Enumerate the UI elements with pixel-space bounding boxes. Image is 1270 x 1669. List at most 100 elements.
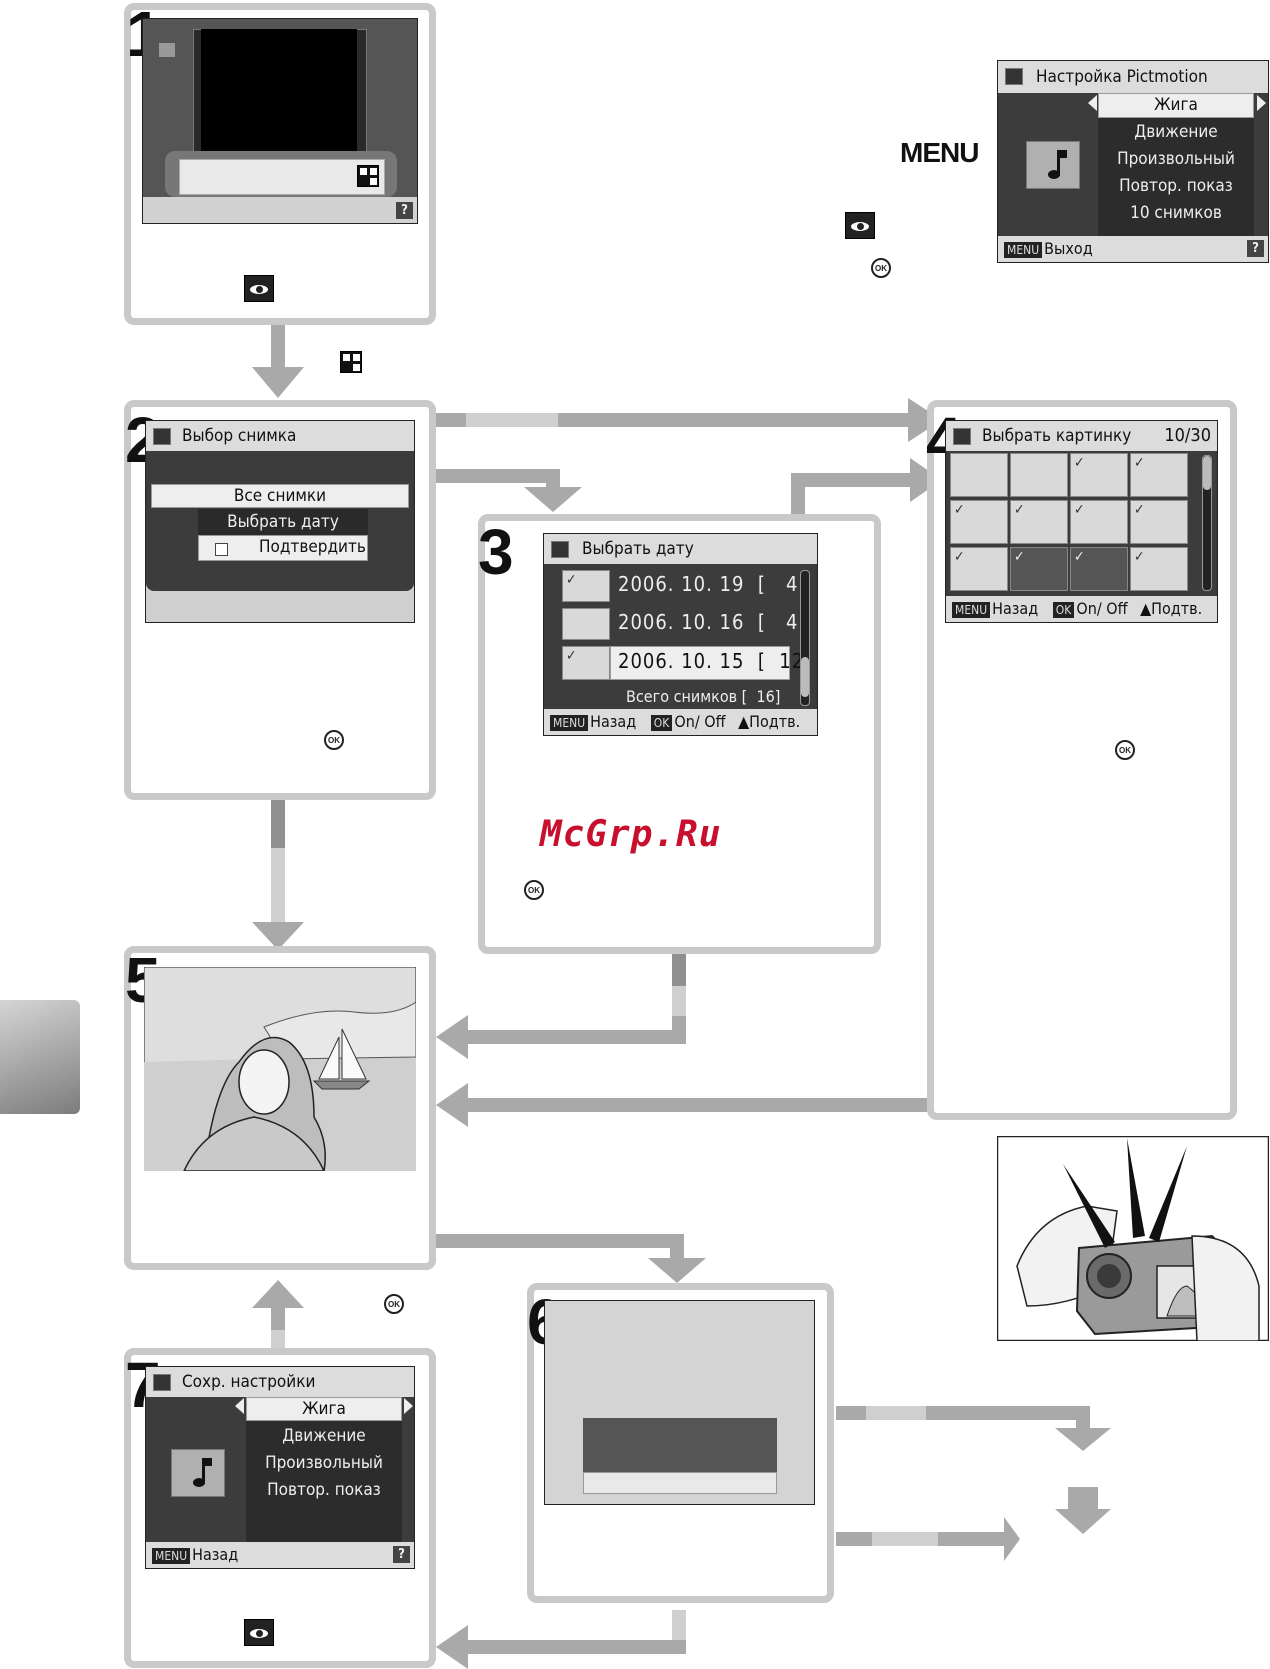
step-3-number: 3: [478, 516, 514, 588]
thumbnail[interactable]: [950, 453, 1008, 497]
pictmotion-item-1[interactable]: Движение: [1134, 122, 1218, 142]
playback-eye-icon-menu: [845, 212, 875, 239]
thumbnail[interactable]: ✓: [1010, 500, 1068, 544]
playback-eye-icon: [244, 1619, 274, 1646]
save-settings-item-2[interactable]: Произвольный: [265, 1453, 383, 1473]
music-note-icon: [1026, 141, 1080, 189]
step-2-title: Выбор снимка: [146, 421, 414, 451]
pictmotion-title-icon: [153, 428, 171, 445]
pictmotion-title-icon: [551, 541, 569, 558]
playback-eye-icon: [244, 275, 274, 302]
thumbnail-grid[interactable]: ✓ ✓ ✓ ✓ ✓ ✓ ✓ ✓ ✓ ✓: [950, 453, 1188, 595]
ok-badge: OK: [650, 714, 673, 731]
dialog-box-strip: [583, 1472, 777, 1494]
thumbnail[interactable]: ✓: [1070, 547, 1128, 591]
help-icon: ?: [1247, 240, 1264, 257]
dialog-box: [583, 1418, 777, 1472]
thumbnail[interactable]: ✓: [1130, 453, 1188, 497]
save-settings-item-3[interactable]: Повтор. показ: [267, 1480, 381, 1500]
thumbnail[interactable]: [1010, 453, 1068, 497]
slideshow-picture: [144, 967, 416, 1171]
thumbnail[interactable]: ✓: [1130, 500, 1188, 544]
ok-button-icon: OK: [524, 880, 544, 900]
confirm-label: Подтвердить: [259, 537, 366, 557]
total-row: Всего снимков [ 16]: [626, 687, 781, 706]
ok-badge: OK: [1052, 601, 1075, 618]
date-row-thumbnail: [562, 608, 610, 640]
music-note-icon: [171, 1449, 225, 1497]
thumbnail[interactable]: ✓: [1010, 547, 1068, 591]
pictmotion-item-4[interactable]: 10 снимков: [1130, 203, 1222, 223]
menu-badge: MENU: [1004, 241, 1043, 258]
black-preview: [201, 29, 357, 151]
step-3-screen: Выбрать дату ✓ 2006. 10. 19 [ 4] 2006. 1…: [543, 533, 818, 736]
settings-menu-panel: [246, 1397, 402, 1543]
scrollbar[interactable]: [1202, 455, 1212, 591]
step-4-title: Выбрать картинку 10/30: [946, 421, 1217, 451]
step-7-screen: Сохр. настройки Жига Движение Произвольн…: [145, 1366, 415, 1569]
date-row-2-highlight[interactable]: [610, 646, 790, 680]
pictmotion-title-icon: [1005, 68, 1023, 85]
right-arrow-icon: [1257, 95, 1266, 111]
step-7-title: Сохр. настройки: [146, 1367, 414, 1397]
pictmotion-setup-screen: Настройка Pictmotion Жига Движение Произ…: [997, 60, 1269, 263]
ok-button-icon: OK: [1115, 740, 1135, 760]
scrollbar-thumb[interactable]: [801, 657, 809, 697]
save-settings-item-0[interactable]: Жига: [246, 1397, 402, 1421]
watermark: McGrp.Ru: [540, 814, 722, 855]
confirm-label: Подтв.: [1151, 599, 1203, 618]
onoff-label: On/ Off: [1076, 599, 1128, 618]
left-arrow-icon: [1088, 95, 1097, 111]
pictmotion-preview-icon: [159, 43, 175, 57]
thumbnail[interactable]: ✓: [1070, 453, 1128, 497]
pictmotion-title-icon: [153, 1374, 171, 1391]
thumbnail[interactable]: ✓: [1130, 547, 1188, 591]
pictmotion-grid-icon: [357, 165, 379, 187]
zoom-icon: ▲: [1140, 599, 1152, 618]
checkbox[interactable]: [215, 543, 228, 556]
step-4-screen: Выбрать картинку 10/30 ✓ ✓ ✓ ✓ ✓ ✓ ✓ ✓ ✓…: [945, 420, 1218, 623]
pictmotion-title-icon: [953, 428, 971, 445]
thumbnail[interactable]: ✓: [950, 500, 1008, 544]
menu-key-label: MENU: [900, 137, 979, 168]
left-arrow-icon: [235, 1398, 244, 1414]
step-1-bottombar: [143, 197, 417, 223]
step-3-title: Выбрать дату: [544, 534, 817, 564]
save-settings-item-1[interactable]: Движение: [282, 1426, 366, 1446]
back-label: Назад: [992, 599, 1039, 618]
thumbnail[interactable]: ✓: [1070, 500, 1128, 544]
step-1-screen: ?: [142, 18, 418, 224]
scrollbar[interactable]: [800, 570, 810, 706]
right-arrow-icon: [404, 1398, 413, 1414]
pictmotion-setup-title: Настройка Pictmotion: [998, 61, 1268, 93]
date-row-1[interactable]: 2006. 10. 16 [ 4]: [618, 610, 806, 634]
scrollbar-thumb[interactable]: [1203, 456, 1211, 490]
confirm-label: Подтв.: [749, 712, 801, 731]
ok-button-icon: OK: [324, 730, 344, 750]
confirm-option[interactable]: Подтвердить: [198, 535, 368, 561]
pictmotion-item-2[interactable]: Произвольный: [1117, 149, 1235, 169]
back-label: Назад: [192, 1545, 239, 1564]
menu-badge: MENU: [152, 1547, 191, 1564]
pictmotion-item-0[interactable]: Жига: [1098, 93, 1254, 118]
all-photos-option[interactable]: Все снимки: [151, 484, 409, 508]
menu-badge: MENU: [952, 601, 991, 618]
pictmotion-item-3[interactable]: Повтор. показ: [1119, 176, 1233, 196]
help-icon: ?: [396, 202, 413, 219]
back-label: Назад: [590, 712, 637, 731]
camera-illustration: [997, 1136, 1269, 1341]
onoff-label: On/ Off: [674, 712, 726, 731]
date-row-2[interactable]: 2006. 10. 15 [ 12]: [618, 649, 811, 673]
choose-date-option[interactable]: Выбрать дату: [198, 509, 368, 535]
date-row-thumbnail: ✓: [562, 646, 610, 680]
ok-button-icon: OK: [871, 258, 891, 278]
thumbnail[interactable]: ✓: [950, 547, 1008, 591]
image-counter: 10/30: [1164, 425, 1211, 446]
date-row-0[interactable]: 2006. 10. 19 [ 4]: [618, 572, 806, 596]
date-row-thumbnail: ✓: [562, 570, 610, 602]
side-tab: [0, 1000, 80, 1114]
